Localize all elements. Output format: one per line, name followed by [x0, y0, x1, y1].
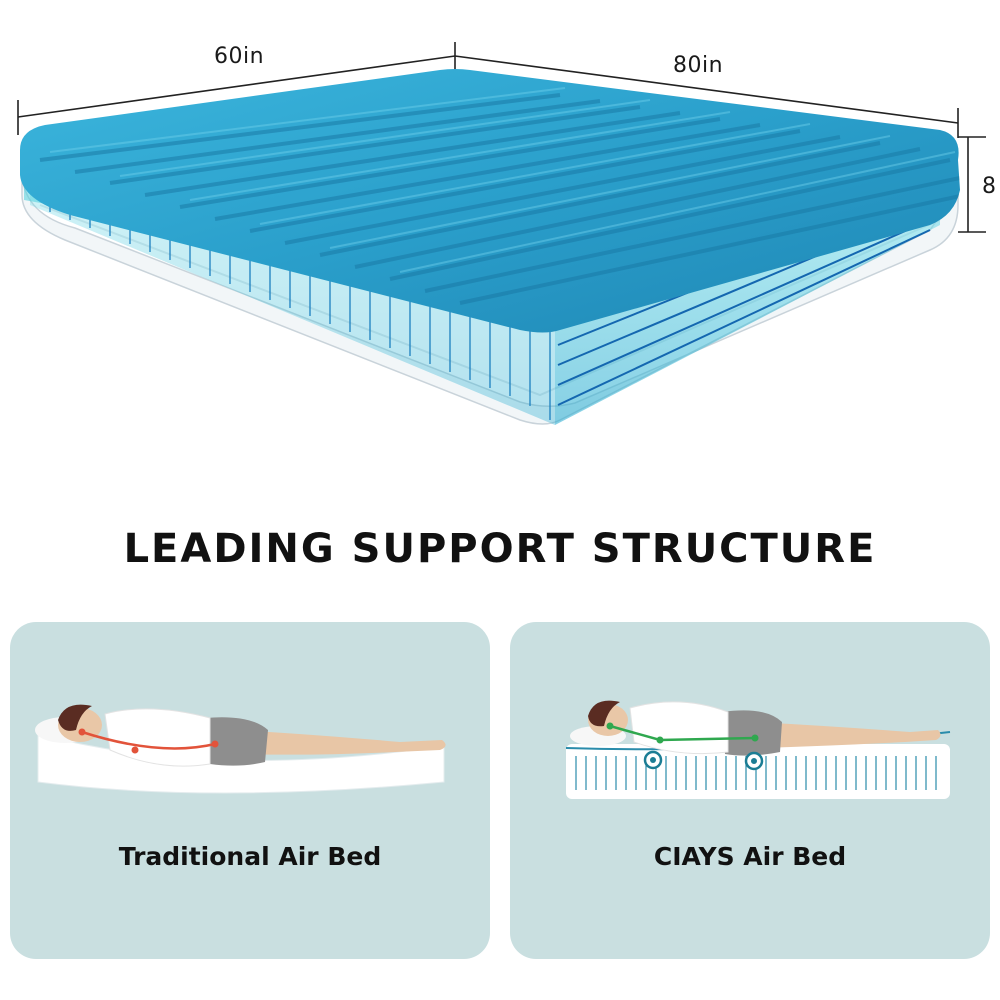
ciays-illustration — [565, 700, 951, 799]
supportive-mattress — [566, 744, 950, 799]
dimension-lines — [17, 42, 986, 233]
length-label: 80in — [673, 53, 724, 78]
spine-line — [81, 730, 216, 750]
traditional-illustration — [35, 704, 446, 794]
mattress-base — [21, 174, 959, 425]
ciays-label: CIAYS Air Bed — [653, 842, 847, 871]
height-label: 8 — [982, 174, 997, 199]
width-label: 60in — [214, 44, 265, 69]
headline: LEADING SUPPORT STRUCTURE — [123, 526, 877, 572]
traditional-label: Traditional Air Bed — [118, 842, 382, 871]
mattress-top — [20, 69, 960, 333]
mattress-illustration — [17, 42, 986, 425]
ciays-air-bed-card: CIAYS Air Bed — [510, 622, 990, 959]
mattress-hero: 60in 80in 8 — [17, 42, 997, 425]
traditional-air-bed-card: Traditional Air Bed — [10, 622, 490, 959]
